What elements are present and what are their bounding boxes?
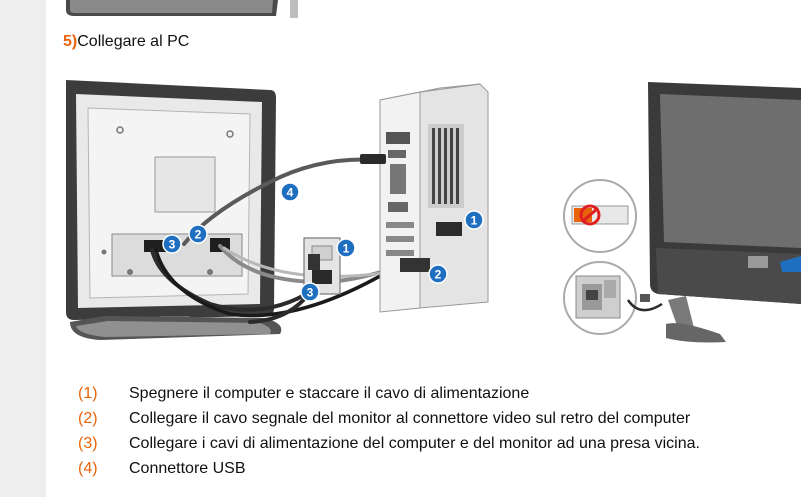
usb-port-detail <box>563 261 637 335</box>
instruction-number: (2) <box>78 410 98 427</box>
callout-2a-label: 2 <box>195 228 202 242</box>
instruction-item: (3) Collegare i cavi di alimentazione de… <box>78 435 801 460</box>
callout-2b-label: 2 <box>435 268 442 282</box>
instruction-number: (1) <box>78 385 98 402</box>
connection-illustration: 1 1 2 2 3 3 4 <box>66 80 801 343</box>
step-number: 5) <box>63 33 78 50</box>
callout-4-label: 4 <box>287 186 294 200</box>
callout-3b-label: 3 <box>307 286 314 300</box>
instruction-item: (4) Connettore USB <box>78 460 801 485</box>
instruction-item: (2) Collegare il cavo segnale del monito… <box>78 410 801 435</box>
callout-1a-label: 1 <box>471 214 478 228</box>
instruction-text: Collegare i cavi di alimentazione del co… <box>129 435 700 452</box>
left-sidebar-strip <box>0 0 46 497</box>
instruction-text: Collegare il cavo segnale del monitor al… <box>129 410 691 427</box>
wall-outlet <box>303 237 341 295</box>
callout-2b: 2 <box>428 264 448 284</box>
previous-illustration-remnant <box>66 0 298 18</box>
usb-plug-detail <box>563 179 637 253</box>
callout-4: 4 <box>280 182 300 202</box>
instruction-number: (4) <box>78 460 98 477</box>
instruction-list: (1) Spegnere il computer e staccare il c… <box>78 385 801 485</box>
instruction-number: (3) <box>78 435 98 452</box>
step-heading: 5)Collegare al PC <box>63 33 189 51</box>
callout-1b-label: 1 <box>343 242 350 256</box>
monitor-back-view <box>66 80 282 340</box>
step-title: Collegare al PC <box>77 33 190 50</box>
pc-tower <box>360 83 489 313</box>
callout-3a: 3 <box>162 234 182 254</box>
callout-1a: 1 <box>464 210 484 230</box>
callout-2a: 2 <box>188 224 208 244</box>
instruction-item: (1) Spegnere il computer e staccare il c… <box>78 385 801 410</box>
monitor-front-view <box>626 82 801 343</box>
callout-3a-label: 3 <box>169 238 176 252</box>
callout-3b: 3 <box>300 282 320 302</box>
callout-1b: 1 <box>336 238 356 258</box>
instruction-text: Spegnere il computer e staccare il cavo … <box>129 385 530 402</box>
instruction-text: Connettore USB <box>129 460 246 477</box>
